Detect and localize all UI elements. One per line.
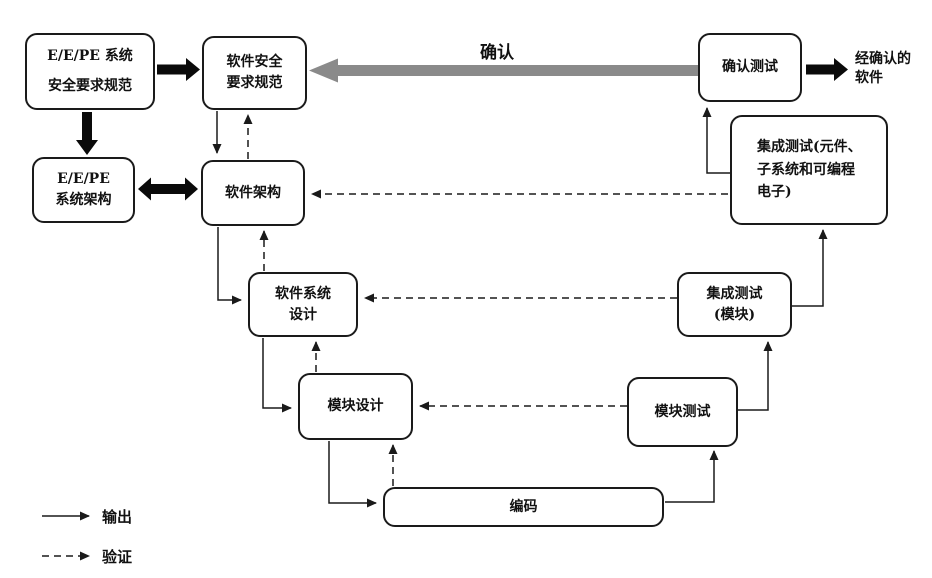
- node-eepe-system-architecture: E/E/PE 系统架构: [32, 157, 135, 223]
- node-software-safety-requirements-label: 软件安全 要求规范: [226, 54, 283, 91]
- node-integration-testing-pe-label: 集成测试(元件、 子系统和可编程 电子): [757, 139, 862, 201]
- node-coding-label: 编码: [509, 498, 538, 515]
- node-eepe-system-architecture-label: E/E/PE 系统架构: [55, 171, 112, 208]
- edge-module-design-to-coding: [328, 441, 377, 508]
- output-edges: [42, 107, 828, 521]
- edge-coding-to-module-test: [665, 450, 719, 503]
- node-module-design-label: 模块设计: [327, 398, 384, 414]
- node-integration-testing-pe: 集成测试(元件、 子系统和可编程 电子): [730, 115, 888, 225]
- thick-arrow-eepe-arch-sw-arch-bidirectional-icon: [138, 177, 198, 201]
- legend-verification-label: 验证: [102, 548, 133, 566]
- thick-arrow-eepe-req-to-eepe-arch-icon: [76, 112, 98, 155]
- validation-arrow-label: 确认: [480, 43, 514, 63]
- node-software-system-design-label: 软件系统 设计: [275, 285, 331, 323]
- edge-module-test-to-integration-module: [738, 341, 773, 411]
- edge-integration-module-to-integration-pe: [792, 229, 828, 307]
- node-integration-testing-module: 集成测试 (模块): [677, 272, 792, 337]
- node-eepe-safety-requirements: E/E/PE 系统 安全要求规范: [25, 33, 155, 110]
- node-integration-testing-module-label: 集成测试 (模块): [706, 285, 763, 323]
- edge-sw-sys-design-to-module-design: [262, 338, 292, 413]
- node-software-architecture-label: 软件架构: [225, 184, 281, 201]
- thick-arrows: [76, 58, 848, 201]
- edge-integration-pe-to-validation-test: [702, 107, 730, 174]
- node-software-system-design: 软件系统 设计: [248, 272, 358, 337]
- validation-gray-arrow-icon: [309, 58, 700, 83]
- node-software-architecture: 软件架构: [201, 160, 305, 226]
- thick-arrow-eepe-req-to-sw-req-icon: [157, 58, 200, 81]
- node-module-testing: 模块测试: [627, 377, 738, 447]
- edge-sw-arch-to-sw-sys-design: [217, 227, 242, 305]
- node-coding: 编码: [383, 487, 664, 527]
- legend-output-label: 输出: [102, 508, 133, 526]
- node-module-design: 模块设计: [298, 373, 413, 440]
- thick-arrow-validation-test-to-validated-software-icon: [806, 58, 848, 81]
- node-validation-testing: 确认测试: [698, 33, 802, 102]
- verification-edges: [42, 114, 728, 561]
- node-eepe-safety-requirements-label: E/E/PE 系统 安全要求规范: [47, 48, 133, 94]
- validated-software-label: 经确认的 软件: [855, 51, 911, 86]
- node-validation-testing-label: 确认测试: [722, 59, 778, 75]
- node-module-testing-label: 模块测试: [654, 403, 711, 420]
- node-software-safety-requirements: 软件安全 要求规范: [202, 36, 307, 110]
